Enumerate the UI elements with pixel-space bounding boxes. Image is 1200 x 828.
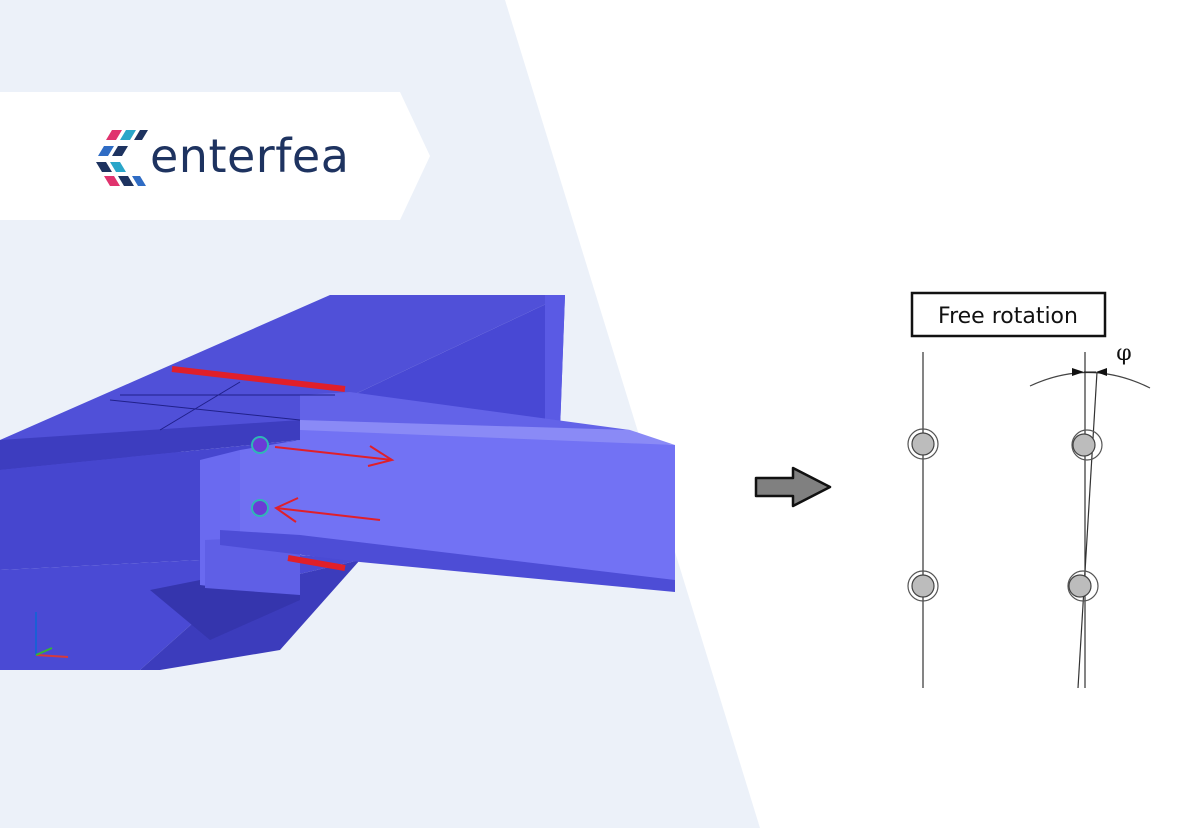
free-rotation-diagram: Free rotation φ — [907, 291, 1151, 689]
free-rotation-label-box — [910, 291, 1107, 338]
steel-beam-model — [0, 295, 675, 670]
enterfea-logo-mark — [96, 130, 148, 186]
bolt-lower — [251, 499, 269, 517]
contact-line-top — [171, 366, 346, 392]
force-arrow-left — [273, 497, 381, 523]
rotation-angle-label: φ — [1116, 341, 1131, 366]
right-arrow-icon — [754, 466, 832, 508]
force-arrow-right — [274, 445, 395, 467]
bolt-symbol-left-bottom — [907, 570, 939, 602]
axis-triad-icon — [35, 612, 69, 658]
free-rotation-label: Free rotation — [938, 304, 1078, 329]
logo-banner: enterfea — [0, 92, 430, 220]
bolt-symbol-right-top — [1071, 429, 1103, 461]
contact-line-bottom — [287, 555, 346, 571]
bolt-symbol-right-bottom — [1067, 570, 1099, 602]
brand-name: enterfea — [150, 129, 349, 183]
bolt-upper — [251, 436, 269, 454]
bolt-symbol-left-top — [907, 428, 939, 460]
